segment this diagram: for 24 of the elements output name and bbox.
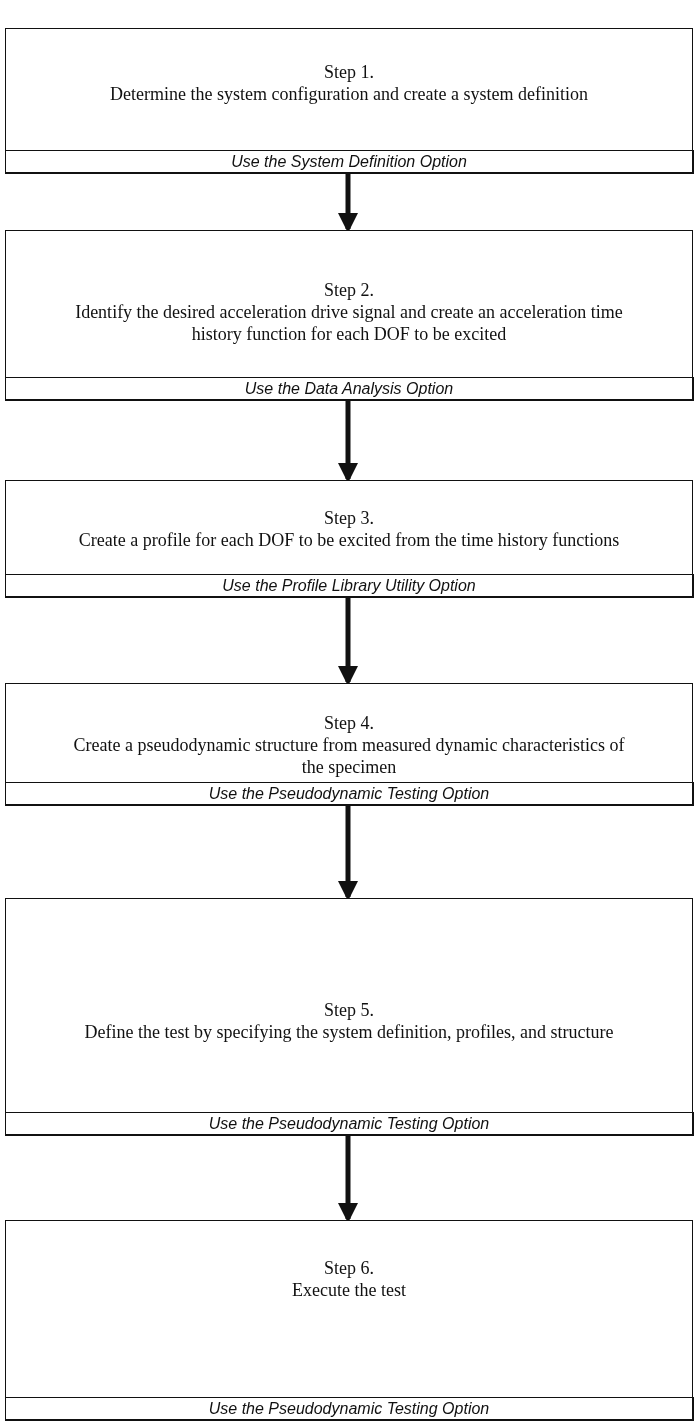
- process-box: [5, 230, 693, 400]
- step-description: Create a profile for each DOF to be excited from the time history functions: [77, 529, 621, 551]
- step-heading: Step 1.: [323, 61, 375, 83]
- step-description: Identify the desired acceleration drive signal and create an acceleration time history function for each DOF to be excited: [74, 301, 624, 345]
- option-band: Use the Pseudodynamic Testing Option: [4, 1396, 694, 1421]
- option-band: Use the Profile Library Utility Option: [4, 573, 694, 598]
- process-box: [5, 1220, 693, 1420]
- option-band: Use the Pseudodynamic Testing Option: [4, 781, 694, 806]
- step-heading: Step 3.: [323, 507, 375, 529]
- process-box: [5, 28, 693, 173]
- step-heading: Step 4.: [323, 712, 375, 734]
- step-description: Execute the test: [291, 1279, 407, 1301]
- option-band: Use the Pseudodynamic Testing Option: [4, 1111, 694, 1136]
- step-heading: Step 6.: [323, 1257, 375, 1279]
- option-band: Use the System Definition Option: [4, 149, 694, 174]
- process-box: [5, 683, 693, 805]
- step-description: Determine the system configuration and create a system definition: [109, 83, 589, 105]
- step-description: Create a pseudodynamic structure from measured dynamic characteristics of the specimen: [72, 734, 626, 778]
- step-heading: Step 2.: [323, 279, 375, 301]
- step-heading: Step 5.: [323, 999, 375, 1021]
- step-description: Define the test by specifying the system definition, profiles, and structure: [83, 1021, 615, 1043]
- option-band: Use the Data Analysis Option: [4, 376, 694, 401]
- process-box: [5, 480, 693, 597]
- process-box: [5, 898, 693, 1135]
